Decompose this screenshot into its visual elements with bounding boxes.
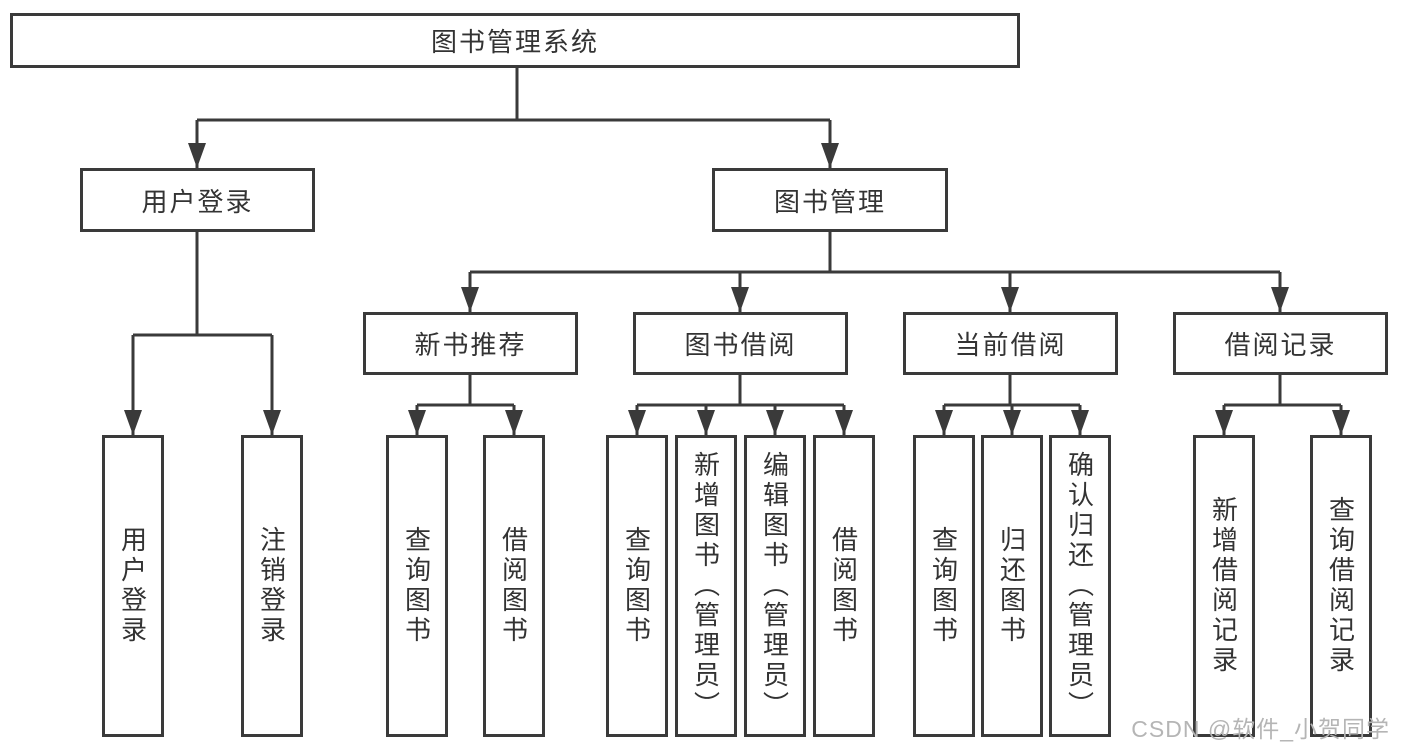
node-new-book-recommend: 新书推荐 (363, 312, 578, 375)
watermark: CSDN @软件_小贺同学 (1131, 716, 1390, 742)
user-login-branch-connectors (124, 232, 281, 435)
book-borrow-branch-connectors (628, 375, 853, 435)
leaf-borrow-query-books: 查询图书 (606, 435, 668, 737)
node-user-login: 用户登录 (80, 168, 315, 232)
node-book-management: 图书管理 (712, 168, 948, 232)
node-borrow-records: 借阅记录 (1173, 312, 1388, 375)
current-borrow-branch-connectors (935, 375, 1089, 435)
level1-connectors (188, 68, 839, 168)
leaf-confirm-return-admin: 确认归还（管理员） (1049, 435, 1111, 737)
node-book-borrow: 图书借阅 (633, 312, 848, 375)
leaf-edit-books-admin: 编辑图书（管理员） (744, 435, 806, 737)
leaf-add-borrow-record: 新增借阅记录 (1193, 435, 1255, 737)
node-library-management-system: 图书管理系统 (10, 13, 1020, 68)
leaf-return-books: 归还图书 (981, 435, 1043, 737)
leaf-newbook-query-books: 查询图书 (386, 435, 448, 737)
leaf-current-query-books: 查询图书 (913, 435, 975, 737)
node-current-borrow: 当前借阅 (903, 312, 1118, 375)
leaf-borrow-books: 借阅图书 (813, 435, 875, 737)
borrow-record-branch-connectors (1215, 375, 1350, 435)
new-book-branch-connectors (408, 375, 523, 435)
leaf-logout-login: 注销登录 (241, 435, 303, 737)
book-management-branch-connectors (461, 232, 1289, 312)
leaf-user-login: 用户登录 (102, 435, 164, 737)
leaf-newbook-borrow-books: 借阅图书 (483, 435, 545, 737)
leaf-query-borrow-record: 查询借阅记录 (1310, 435, 1372, 737)
leaf-add-books-admin: 新增图书（管理员） (675, 435, 737, 737)
